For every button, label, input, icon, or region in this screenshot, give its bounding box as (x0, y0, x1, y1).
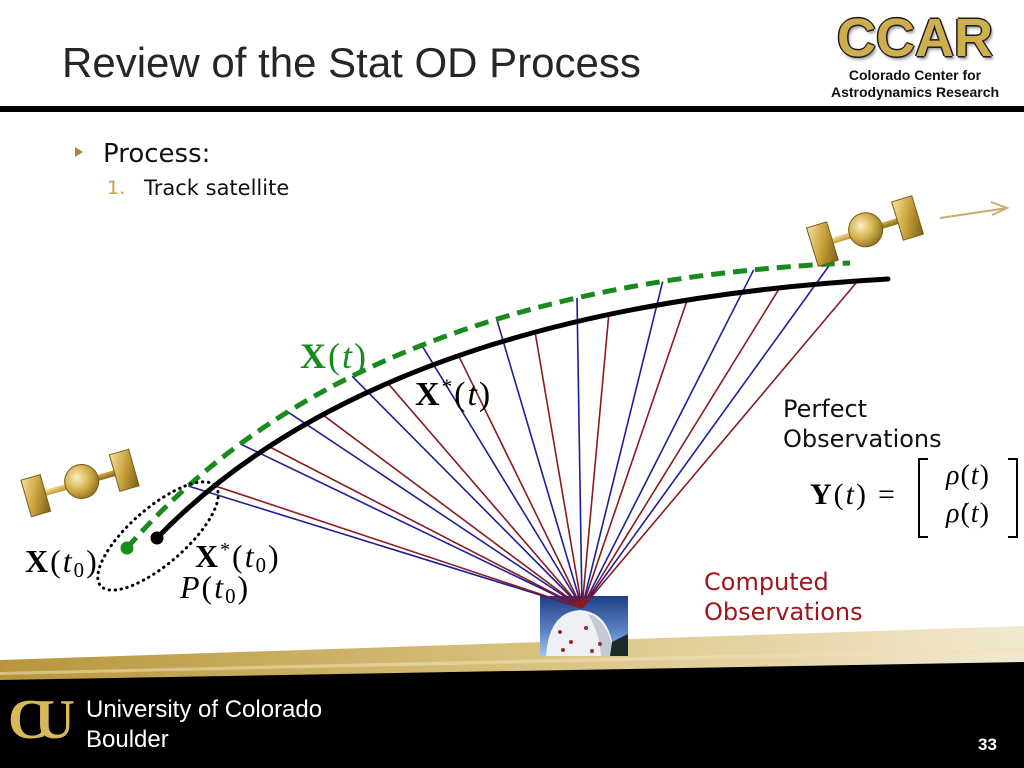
bullet-process: Process: (103, 139, 211, 169)
initial-covariance-label: P(t0) (180, 569, 251, 609)
dome-speckle (590, 649, 594, 653)
computed-observation-line (581, 287, 781, 609)
solar-panel (108, 448, 140, 492)
true-trajectory-curve (125, 260, 851, 550)
perfect-observation-line (187, 485, 583, 609)
computed-observations-label-line-2: Observations (704, 598, 863, 626)
observation-lines (187, 263, 859, 609)
true-state-label: X(t) (300, 336, 369, 376)
perfect-observation-line (581, 263, 831, 609)
satellite-body (848, 212, 884, 248)
footer-campus-name: Boulder (86, 726, 169, 753)
dome-speckle (584, 626, 588, 630)
velocity-arrow-head (990, 201, 1010, 216)
satellite-icon (20, 448, 140, 518)
title-underline-bar (0, 106, 1024, 112)
ccar-logo: CCAR Colorado Center for Astrodynamics R… (820, 11, 1010, 111)
dome-speckle (569, 640, 573, 644)
velocity-arrow (939, 201, 1010, 219)
footer-university-name: University of Colorado (86, 696, 323, 723)
perfect-observation-line (581, 269, 755, 609)
footer-band-highlight (0, 648, 1024, 675)
perfect-observation-line (421, 344, 583, 609)
observation-vector-equation: Y(t)= (810, 478, 897, 511)
page-number: 33 (978, 735, 997, 754)
triangle-bullet-icon (75, 147, 83, 157)
perfect-observation-line (495, 318, 583, 609)
slide-title: Review of the Stat OD Process (62, 39, 641, 86)
solar-panel (805, 221, 839, 267)
computed-observation-line (534, 332, 583, 609)
station-trees (610, 634, 628, 656)
computed-observation-line (581, 314, 610, 609)
matrix-left-bracket (918, 458, 928, 538)
footer-background (0, 660, 1024, 768)
perfect-observation-line (581, 281, 664, 609)
computed-observation-line (581, 299, 688, 609)
list-item-number: 1. (107, 177, 126, 199)
computed-observation-line (214, 484, 583, 609)
reference-trajectory-curve (154, 276, 891, 541)
computed-observation-line (457, 355, 583, 609)
perfect-observation-line (576, 297, 583, 609)
velocity-arrow-shaft (939, 207, 1005, 219)
dome-speckle (558, 630, 562, 634)
true-initial-state-dot (120, 541, 134, 555)
list-item-text: Track satellite (144, 176, 290, 200)
perfect-observation-line (239, 443, 583, 609)
satellite-icon (805, 195, 925, 267)
ccar-logo-line-2: Astrodynamics Research (830, 83, 1000, 100)
observation-vector-matrix: ρ(t) ρ̇(t) (918, 458, 1018, 538)
perfect-observations-label-line-1: Perfect (783, 395, 868, 423)
reference-initial-state-dot (150, 531, 164, 545)
covariance-ellipse (96, 480, 220, 592)
radar-dome-shade (588, 614, 614, 656)
computed-observation-line (322, 414, 583, 609)
matrix-right-bracket (1008, 458, 1018, 538)
true-initial-state-label: X(t0) (25, 543, 99, 583)
computed-observation-line (268, 445, 583, 609)
reference-state-label: X*(t) (415, 374, 493, 413)
perfect-observations-label-line-2: Observations (783, 425, 942, 453)
ccar-logo-line-1: Colorado Center for (848, 66, 982, 83)
solar-panel (891, 195, 925, 241)
satellite-body (64, 463, 100, 499)
dome-speckle (561, 648, 565, 652)
dome-speckle (598, 642, 602, 646)
perfect-observation-line (351, 375, 583, 609)
perfect-observation-line (287, 411, 583, 609)
ccar-logo-acronym: CCAR (837, 8, 993, 68)
range-entry: ρ(t) (946, 460, 990, 491)
range-rate-entry: ρ̇(t) (946, 498, 990, 529)
reference-initial-state-label: X*(t0) (195, 538, 281, 578)
computed-observation-line (581, 280, 859, 609)
computed-observations-label-line-1: Computed (704, 568, 829, 596)
solar-panel (20, 474, 52, 518)
computed-observation-line (387, 382, 583, 609)
